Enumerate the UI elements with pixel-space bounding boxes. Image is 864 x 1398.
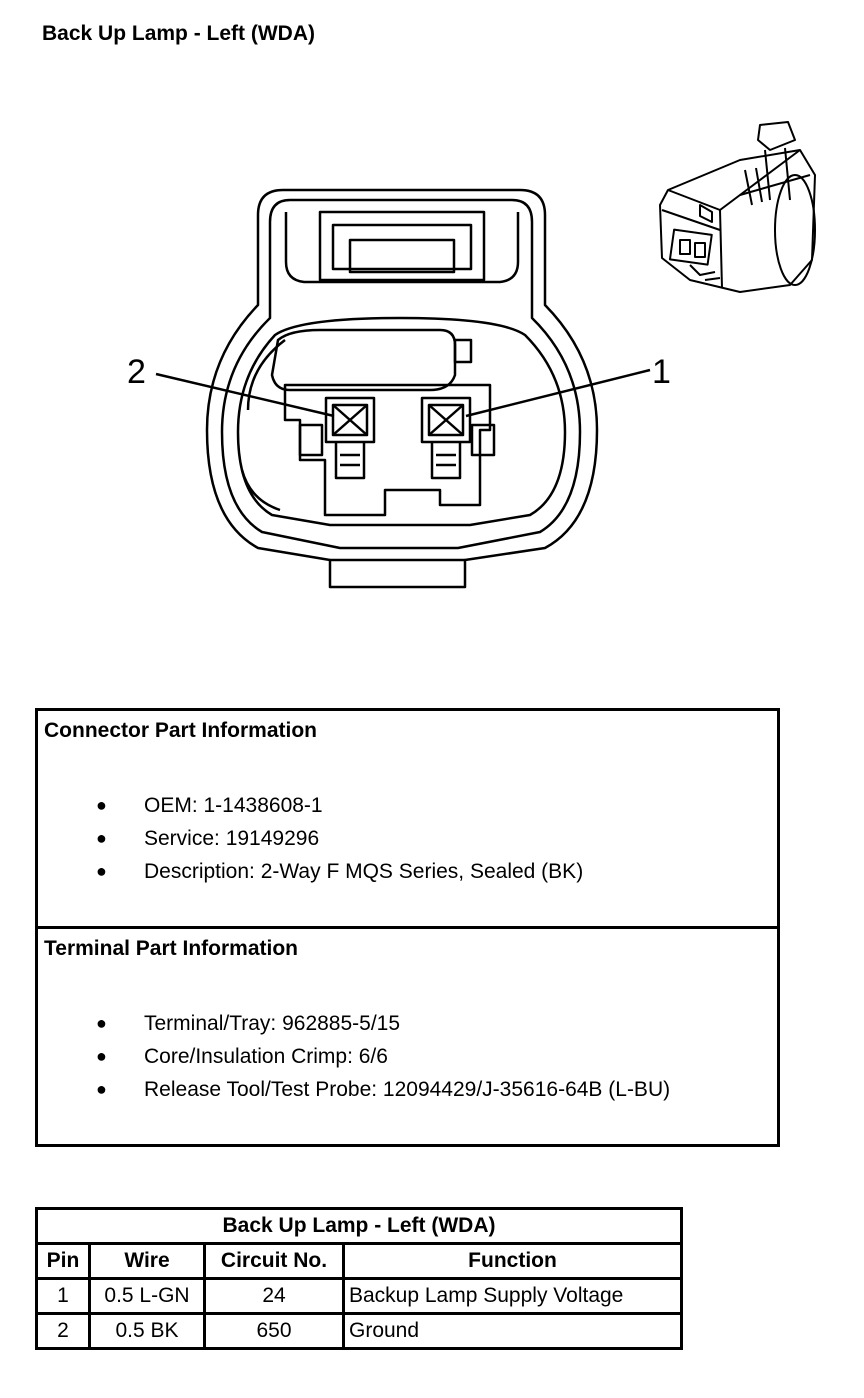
column-header-wire: Wire xyxy=(88,1242,206,1280)
connector-diagram: 2 1 xyxy=(127,121,816,589)
bullet-icon: ● xyxy=(96,1079,107,1099)
list-item: ● Service: 19149296 xyxy=(38,822,583,855)
part-info-box: Connector Part Information ● OEM: 1-14386… xyxy=(35,708,780,1147)
pin-cell: 2 xyxy=(35,1312,91,1350)
column-header-circuit: Circuit No. xyxy=(203,1242,345,1280)
list-item: ● Release Tool/Test Probe: 12094429/J-356… xyxy=(38,1073,670,1106)
pin-2-label: 2 xyxy=(127,353,146,391)
connector-part-info: Connector Part Information ● OEM: 1-14386… xyxy=(38,711,777,929)
column-header-function: Function xyxy=(342,1242,683,1280)
list-item: ● Terminal/Tray: 962885-5/15 xyxy=(38,1007,670,1040)
bullet-icon: ● xyxy=(96,1046,107,1066)
list-item: ● Core/Insulation Crimp: 6/6 xyxy=(38,1040,670,1073)
table-row: 2 0.5 BK 650 Ground xyxy=(35,1312,683,1350)
connector-isometric-icon xyxy=(659,121,816,293)
connector-oem: OEM: 1-1438608-1 xyxy=(144,794,323,817)
terminal-info-heading: Terminal Part Information xyxy=(44,937,298,960)
connector-face xyxy=(205,188,599,589)
terminal-info-list: ● Terminal/Tray: 962885-5/15 ● Core/Insula… xyxy=(38,1007,670,1106)
wire-cell: 0.5 L-GN xyxy=(88,1277,206,1315)
connector-info-heading: Connector Part Information xyxy=(44,719,318,742)
terminal-release-tool: Release Tool/Test Probe: 12094429/J-3561… xyxy=(144,1078,671,1101)
wire-cell: 0.5 BK xyxy=(88,1312,206,1350)
bullet-icon: ● xyxy=(96,795,107,815)
page-title: Back Up Lamp - Left (WDA) xyxy=(42,22,315,45)
circuit-cell: 24 xyxy=(203,1277,345,1315)
column-header-pin: Pin xyxy=(35,1242,91,1280)
terminal-crimp: Core/Insulation Crimp: 6/6 xyxy=(144,1045,388,1068)
bullet-icon: ● xyxy=(96,861,107,881)
connector-description: Description: 2-Way F MQS Series, Sealed … xyxy=(144,860,584,883)
pin-2-leader xyxy=(155,372,335,418)
pin-1-leader xyxy=(465,368,651,418)
pin-cell: 1 xyxy=(35,1277,91,1315)
connector-info-list: ● OEM: 1-1438608-1 ● Service: 19149296 ● De… xyxy=(38,789,583,888)
bullet-icon: ● xyxy=(96,828,107,848)
pin-table-title: Back Up Lamp - Left (WDA) xyxy=(35,1207,683,1245)
function-cell: Ground xyxy=(342,1312,683,1350)
connector-service: Service: 19149296 xyxy=(144,827,320,850)
list-item: ● OEM: 1-1438608-1 xyxy=(38,789,583,822)
terminal-tray: Terminal/Tray: 962885-5/15 xyxy=(144,1012,401,1035)
bullet-icon: ● xyxy=(96,1013,107,1033)
pin-table: Back Up Lamp - Left (WDA) Pin Wire Circu… xyxy=(35,1207,683,1350)
table-row: 1 0.5 L-GN 24 Backup Lamp Supply Voltage xyxy=(35,1277,683,1315)
list-item: ● Description: 2-Way F MQS Series, Sealed… xyxy=(38,855,583,888)
circuit-cell: 650 xyxy=(203,1312,345,1350)
pin-1-label: 1 xyxy=(652,353,671,391)
terminal-part-info: Terminal Part Information ● Terminal/Tray… xyxy=(38,929,777,1144)
pin-table-header: Pin Wire Circuit No. Function xyxy=(35,1242,683,1280)
function-cell: Backup Lamp Supply Voltage xyxy=(342,1277,683,1315)
